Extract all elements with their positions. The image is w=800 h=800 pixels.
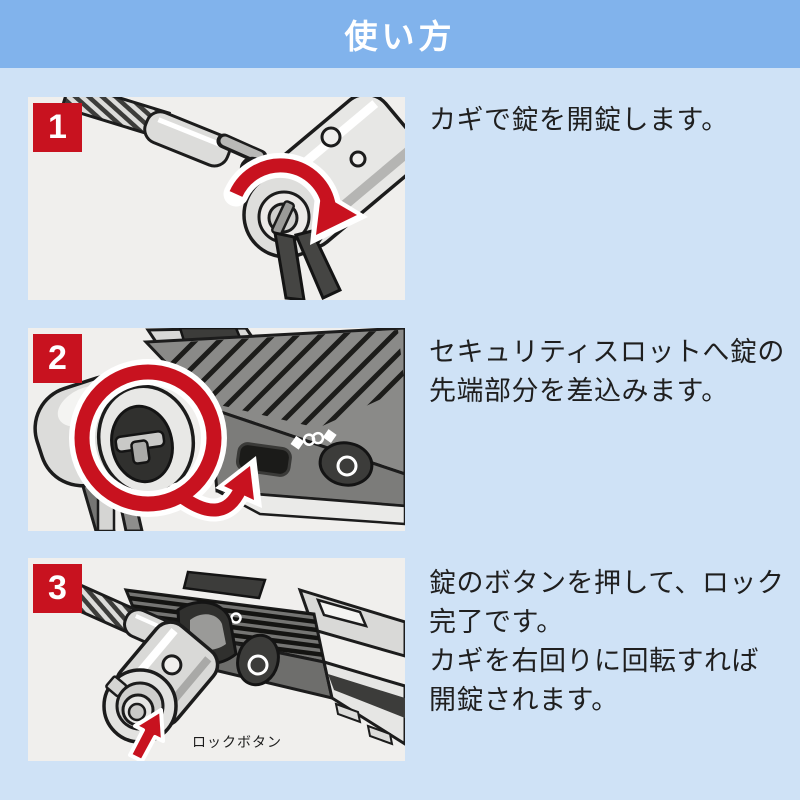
step-3-number-badge: 3 (33, 564, 82, 613)
red-circle-arrow-icon (69, 359, 262, 522)
page-title: 使い方 (344, 18, 456, 55)
laptop-hinge (182, 570, 267, 600)
lower-body-band (328, 674, 405, 718)
lid-latch-detail (315, 598, 369, 628)
barrel-pin-detail (320, 126, 342, 148)
lower-body-tab (334, 702, 362, 724)
step-1-panel: 1 (28, 97, 405, 300)
barrel-pin-detail (349, 150, 367, 168)
power-button (236, 633, 280, 687)
step-2-illustration (33, 328, 405, 531)
step-2-number-badge: 2 (33, 334, 82, 383)
step-1-number-badge: 1 (33, 103, 82, 152)
step-1-illustration (60, 97, 405, 300)
laptop-bottom-edge (216, 489, 405, 526)
header-bar: 使い方 (0, 0, 800, 68)
lower-body-tab (366, 724, 394, 746)
lock-button-arrow-icon (128, 708, 165, 761)
step-3-panel: 3 (28, 558, 405, 761)
lock-button-face (102, 668, 178, 744)
key-grip (273, 229, 343, 300)
step-2-panel: 2 (28, 328, 405, 531)
step-1-caption: カギで錠を開錠します。 (429, 105, 729, 135)
rotation-arrow-icon (223, 152, 368, 245)
step-3-caption: 錠のボタンを押して、ロック 完了です。 カギを右回りに回転すれば 開錠されます。 (429, 568, 785, 715)
lock-t-bar-tip (114, 430, 166, 465)
cable-sleeve (143, 110, 232, 168)
laptop (142, 328, 405, 526)
security-slot-icon (290, 429, 337, 450)
lock-button-label: ロックボタン (192, 734, 282, 750)
step-3-illustration (54, 570, 405, 761)
step-2-caption: セキュリティスロットへ錠の 先端部分を差込みます。 (429, 337, 785, 406)
power-button (318, 441, 374, 487)
cable-rod (216, 133, 268, 165)
